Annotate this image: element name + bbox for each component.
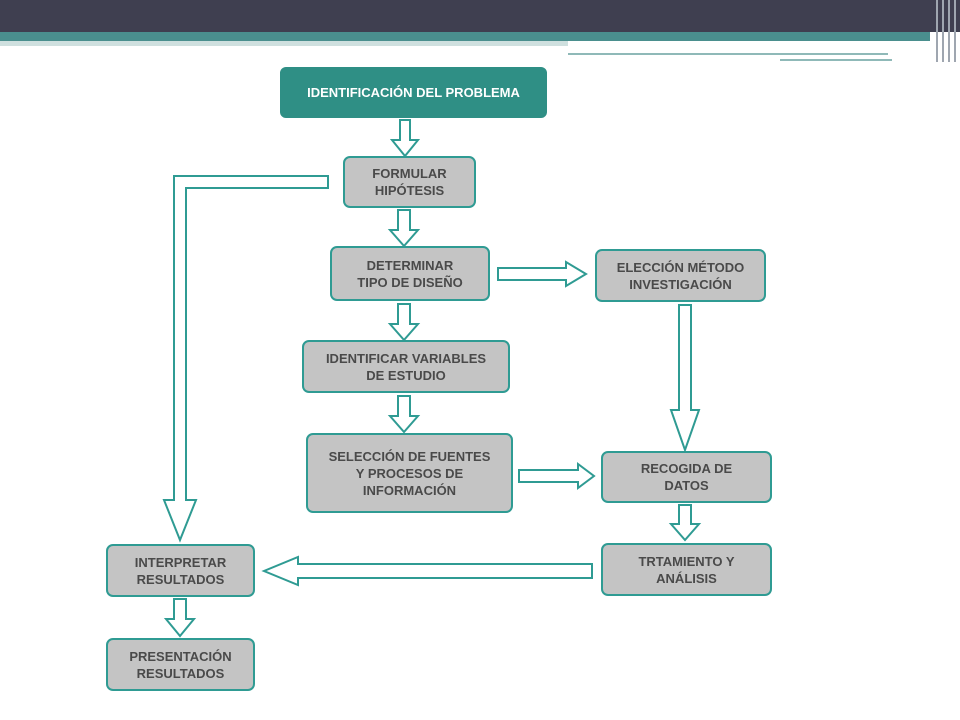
slide-header-bar [0,0,960,32]
arrow-down [163,598,197,638]
arrow-right [518,462,596,490]
node-presentacion-resultados: PRESENTACIÓN RESULTADOS [106,638,255,691]
arrow-right [497,260,588,288]
node-tratamiento-analisis: TRTAMIENTO Y ANÁLISIS [601,543,772,596]
arrow-down [387,209,421,248]
slide-accent-line [780,59,892,61]
arrow-down [389,119,421,158]
slide-corner-stripe [936,0,938,62]
node-recogida-datos: RECOGIDA DE DATOS [601,451,772,503]
node-identificar-variables: IDENTIFICAR VARIABLES DE ESTUDIO [302,340,510,393]
slide-corner-stripe [954,0,956,62]
arrow-down [387,303,421,342]
node-interpretar-resultados: INTERPRETAR RESULTADOS [106,544,255,597]
node-formular-hipotesis: FORMULAR HIPÓTESIS [343,156,476,208]
slide-corner-stripe [948,0,950,62]
arrow-left [261,555,593,587]
arrow-down [387,395,421,434]
slide-accent-line [568,53,888,55]
node-identificacion-problema: IDENTIFICACIÓN DEL PROBLEMA [280,67,547,118]
arrow-down [668,504,702,542]
node-determinar-diseno: DETERMINAR TIPO DE DISEÑO [330,246,490,301]
slide-accent-stripe [0,41,568,46]
arrow-elbow-down [162,175,329,543]
slide-corner-stripe [942,0,944,62]
node-seleccion-fuentes: SELECCIÓN DE FUENTES Y PROCESOS DE INFOR… [306,433,513,513]
node-eleccion-metodo: ELECCIÓN MÉTODO INVESTIGACIÓN [595,249,766,302]
arrow-down [669,304,701,454]
slide-accent-bar [0,32,930,41]
